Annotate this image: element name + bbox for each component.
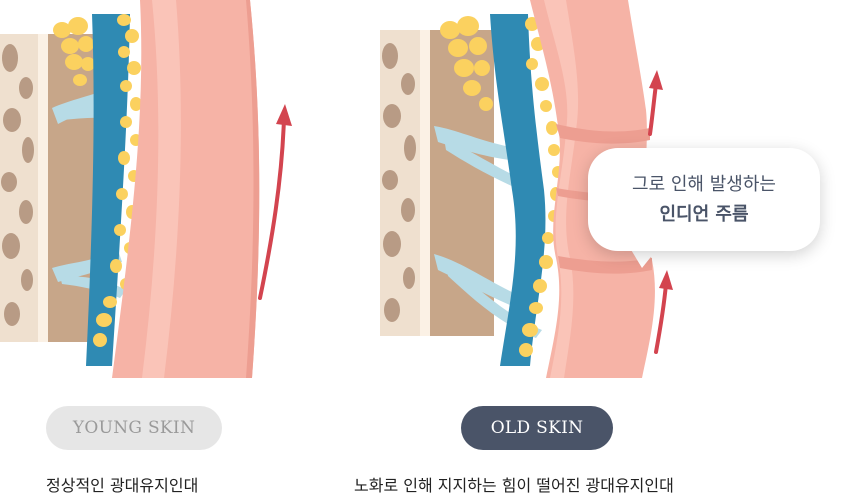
old-skin-caption: 노화로 인해 지지하는 힘이 떨어진 광대유지인대: [354, 476, 674, 495]
old-skin-badge: OLD SKIN: [461, 406, 613, 450]
bone-layer: [0, 34, 48, 342]
lift-arrow: [258, 104, 292, 300]
young-skin-panel: YOUNG SKIN 정상적인 광대유지인대: [0, 0, 360, 495]
callout-line2: 인디언 주름: [659, 203, 749, 225]
fat-cluster-top: [53, 17, 95, 86]
fat-column: [93, 14, 142, 347]
old-skin-panel: 그로 인해 발생하는 인디언 주름 OLD SKIN 노화로 인해 지지하는 힘…: [354, 0, 866, 495]
sag-arrows: [648, 70, 673, 354]
young-skin-illustration: [0, 0, 292, 378]
skin-layer: [112, 0, 260, 378]
young-skin-badge: YOUNG SKIN: [46, 406, 222, 450]
callout-tail: [630, 248, 658, 268]
bone-layer: [380, 30, 430, 336]
callout-bubble: 그로 인해 발생하는 인디언 주름: [588, 148, 820, 251]
callout-line1: 그로 인해 발생하는: [632, 173, 776, 195]
fascia-layer: [86, 14, 130, 366]
young-skin-caption: 정상적인 광대유지인대: [46, 476, 199, 495]
fascia-layer: [490, 14, 546, 366]
fat-column: [519, 17, 564, 357]
muscle-layer: [48, 34, 96, 342]
fat-cluster-top: [440, 16, 493, 111]
